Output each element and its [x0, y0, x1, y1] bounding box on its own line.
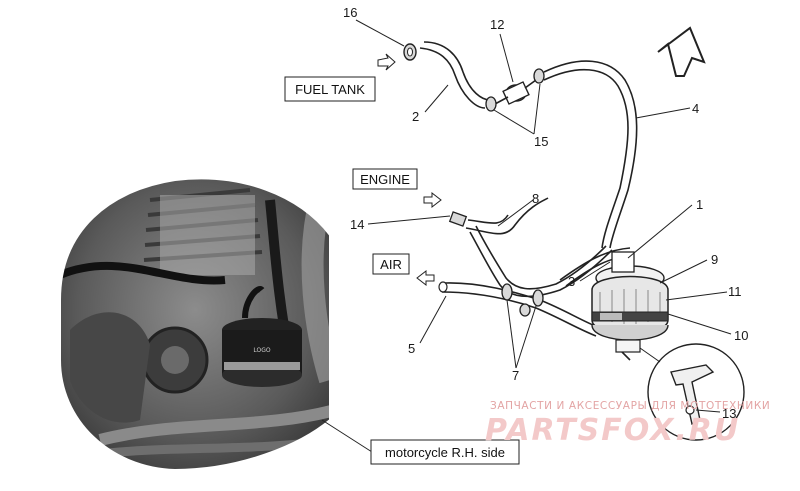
clamps-15	[485, 68, 545, 112]
engine-label-box	[352, 168, 418, 190]
svg-text:LOGO: LOGO	[253, 347, 271, 354]
callout-14: 14	[350, 217, 364, 232]
clamp-14	[448, 211, 468, 227]
engine-arrow-icon	[423, 191, 442, 209]
caption-leader-line	[321, 419, 373, 453]
callout-leaders	[355, 19, 732, 413]
hose-2	[419, 41, 491, 109]
hose-8	[465, 197, 613, 298]
orientation-arrow-icon	[657, 26, 706, 77]
callout-16: 16	[343, 5, 357, 20]
callout-9: 9	[711, 252, 718, 267]
air-label-box	[372, 253, 410, 275]
callout-1: 1	[696, 197, 703, 212]
caption-box	[370, 439, 520, 465]
bracket-13-detail	[647, 343, 745, 441]
detail-leader-line	[639, 347, 661, 363]
callout-2: 2	[412, 109, 419, 124]
fuel-tank-arrow-icon	[377, 53, 396, 71]
callout-3: 3	[568, 274, 575, 289]
callout-12: 12	[490, 17, 504, 32]
photo-caption: motorcycle R.H. side	[385, 445, 505, 460]
callout-7: 7	[512, 368, 519, 383]
callout-5: 5	[408, 341, 415, 356]
callout-4: 4	[692, 101, 699, 116]
watermark-tagline: ЗАПЧАСТИ И АКСЕССУАРЫ ДЛЯ МОТОТЕХНИКИ	[490, 400, 770, 412]
watermark-logo: PARTSFOX.RU	[485, 413, 740, 448]
hose-4	[543, 60, 638, 249]
fuel-filter-12	[494, 79, 537, 105]
callout-13: 13	[722, 406, 736, 421]
callout-10: 10	[734, 328, 748, 343]
callout-11: 11	[728, 284, 742, 299]
callout-15: 15	[534, 134, 548, 149]
canister-assembly	[591, 251, 669, 361]
air-arrow-icon	[416, 269, 435, 287]
callout-8: 8	[532, 191, 539, 206]
engine-label: ENGINE	[360, 172, 410, 187]
fuel-tank-label: FUEL TANK	[295, 82, 365, 97]
clamp-16	[403, 43, 417, 61]
air-label: AIR	[380, 257, 402, 272]
fuel-tank-label-box	[284, 76, 376, 102]
clamps-7	[501, 283, 544, 317]
engine-photo-inset: LOGO	[59, 177, 331, 472]
